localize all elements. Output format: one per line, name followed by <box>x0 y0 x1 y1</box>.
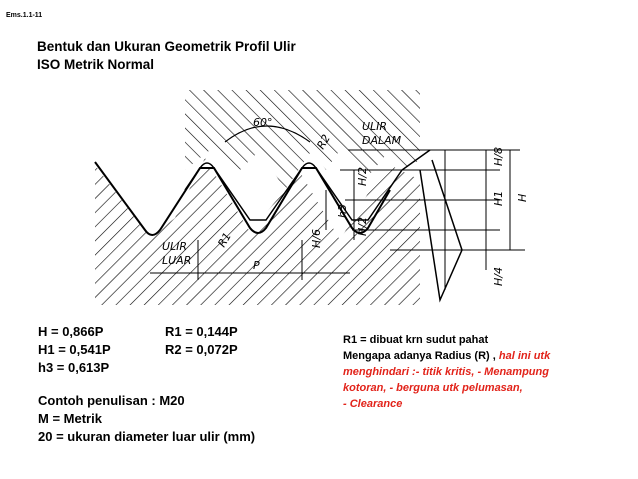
ulir-luar-label-2: LUAR <box>162 254 191 267</box>
internal-thread-profile <box>184 149 431 221</box>
h3-label: h3 <box>336 204 349 218</box>
formulas-right: R1 = 0,144P R2 = 0,072P <box>165 323 238 359</box>
title-line-1: Bentuk dan Ukuran Geometrik Profil Ulir <box>37 39 296 54</box>
example-title: Contoh penulisan : M20 <box>38 393 185 408</box>
h1-label: H1 <box>492 191 505 206</box>
thread-profile-drawing: 60° ULIR DALAM ULIR LUAR P R1 R2 h3 H/6 … <box>94 90 529 305</box>
slide-code: Ems.1.1-11 <box>6 12 43 19</box>
h8-label: H/8 <box>492 147 505 166</box>
ulir-dalam-label-2: DALAM <box>362 134 402 147</box>
external-thread-profile <box>94 161 391 236</box>
note-line-2-red: hal ini utk <box>498 350 551 362</box>
formula-h: H = 0,866P <box>38 324 104 339</box>
formula-h3: h3 = 0,613P <box>38 360 110 375</box>
note-line-2-black: Mengapa adanya Radius (R) , <box>343 350 499 362</box>
h-label: H <box>516 194 529 202</box>
formula-h1: H1 = 0,541P <box>38 342 111 357</box>
note-line-4: kotoran, - berguna utk pelumasan, <box>343 382 523 394</box>
r1-label: R1 <box>215 230 234 249</box>
h4-label: H/4 <box>492 267 505 286</box>
pitch-label: P <box>253 259 260 272</box>
note-line-1: R1 = dibuat krn sudut pahat <box>343 334 489 346</box>
internal-thread-material <box>185 90 420 190</box>
example-m: M = Metrik <box>38 411 102 426</box>
h6-label: H/6 <box>310 229 323 248</box>
note-line-5: - Clearance <box>343 398 403 410</box>
note-line-3: menghindari :- titik kritis, - Menampung <box>343 366 549 378</box>
formula-r1: R1 = 0,144P <box>165 324 238 339</box>
r2-label: R2 <box>314 132 333 151</box>
title-line-2: ISO Metrik Normal <box>37 57 155 72</box>
example-block: Contoh penulisan : M20 M = Metrik 20 = u… <box>38 392 255 446</box>
ulir-dalam-label-1: ULIR <box>362 120 387 133</box>
angle-label: 60° <box>253 116 273 129</box>
formulas-left: H = 0,866P H1 = 0,541P h3 = 0,613P <box>38 323 111 377</box>
note-line-2: Mengapa adanya Radius (R) , hal ini utk <box>343 348 550 364</box>
ulir-luar-label-1: ULIR <box>162 240 187 253</box>
angle-arc <box>224 125 311 143</box>
slide-title: Bentuk dan Ukuran Geometrik Profil Ulir … <box>37 38 296 74</box>
h2-label-top: H/2 <box>356 167 369 186</box>
note-block: R1 = dibuat krn sudut pahat Mengapa adan… <box>343 332 550 412</box>
h2-label-bottom: H/2 <box>356 217 369 236</box>
formula-r2: R2 = 0,072P <box>165 342 238 357</box>
example-20: 20 = ukuran diameter luar ulir (mm) <box>38 429 256 444</box>
external-thread-material <box>95 158 420 305</box>
